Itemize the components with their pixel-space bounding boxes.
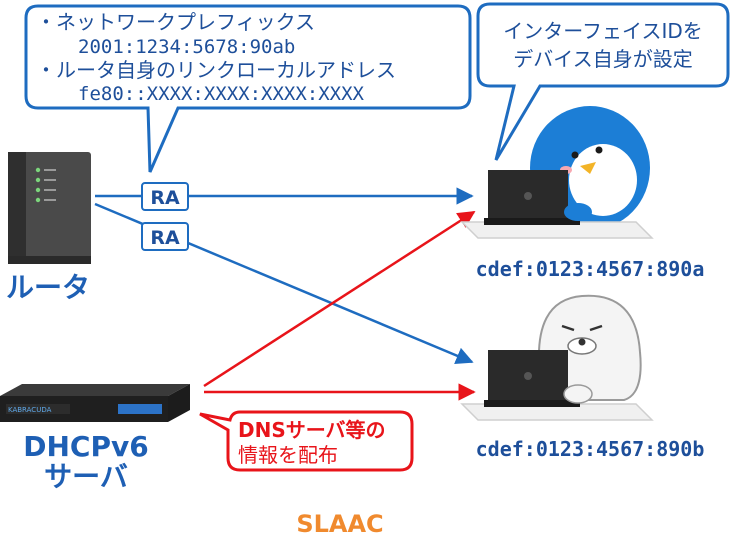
- dhcp-label-line1: DHCPv6: [23, 430, 148, 463]
- dns-bubble-line1: DNSサーバ等の: [238, 418, 386, 442]
- dhcp-server-brand: KABRACUDA: [8, 406, 52, 414]
- penguin-host: [460, 106, 654, 239]
- dhcp-arrow-to-penguin: [203, 210, 476, 388]
- dhcp-label-line2: サーバ: [44, 460, 128, 493]
- ra-label-top-text: RA: [150, 187, 180, 209]
- seal-laptop-icon: [484, 350, 580, 407]
- prefix-bubble-line1: ・ネットワークプレフィックス: [36, 10, 315, 34]
- prefix-bubble: ・ネットワークプレフィックス 2001:1234:5678:90ab ・ルータ自…: [24, 4, 472, 173]
- iid-bubble-line2: デバイス自身が設定: [513, 47, 692, 71]
- router-label: ルータ: [6, 271, 90, 304]
- penguin-laptop-icon: [484, 170, 580, 225]
- dns-bubble-line2: 情報を配布: [238, 443, 338, 467]
- seal-address: cdef:0123:4567:890b: [476, 437, 705, 461]
- prefix-bubble-line2: 2001:1234:5678:90ab: [78, 36, 295, 58]
- seal-host: [460, 294, 654, 421]
- prefix-bubble-line3: ・ルータ自身のリンクローカルアドレス: [36, 58, 396, 82]
- router-icon: [8, 152, 91, 264]
- penguin-address: cdef:0123:4567:890a: [476, 257, 705, 281]
- dns-bubble: DNSサーバ等の 情報を配布: [199, 410, 414, 472]
- iid-bubble: インターフェイスIDを デバイス自身が設定: [476, 2, 730, 161]
- dhcp-server-icon: KABRACUDA: [0, 384, 190, 422]
- ra-label-top: RA: [141, 182, 189, 211]
- ra-label-bottom-text: RA: [150, 227, 180, 249]
- iid-bubble-line1: インターフェイスIDを: [503, 19, 703, 43]
- ra-label-bottom: RA: [141, 222, 189, 251]
- prefix-bubble-line4: fe80::XXXX:XXXX:XXXX:XXXX: [78, 83, 365, 105]
- slaac-title: SLAAC: [296, 510, 383, 538]
